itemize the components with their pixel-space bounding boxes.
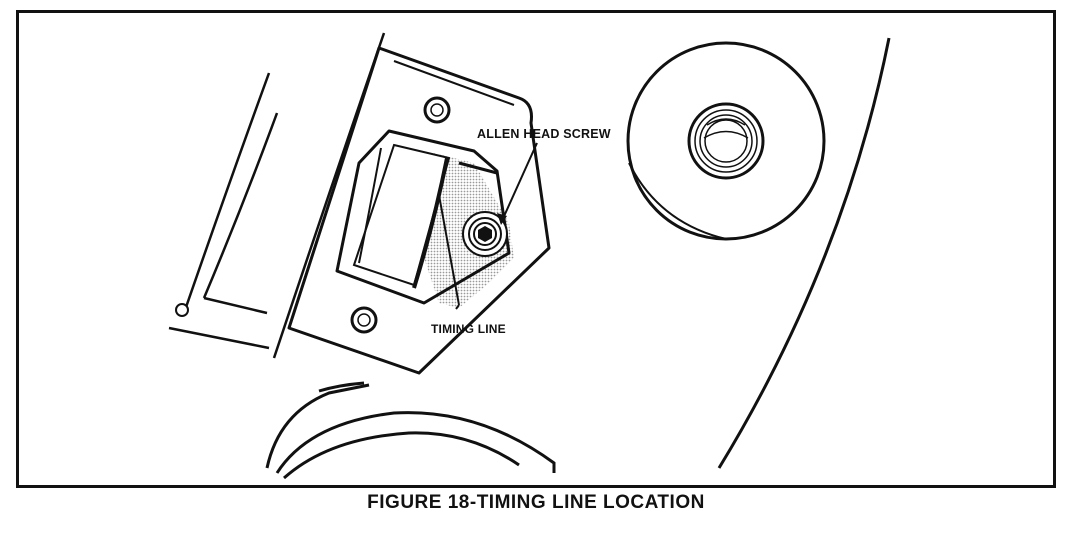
pointer-edge-2: [458, 161, 498, 175]
plate-inner-edge: [393, 60, 515, 106]
timing-window: [335, 129, 511, 305]
figure-caption: FIGURE 18-TIMING LINE LOCATION: [367, 492, 705, 513]
figure-frame: ALLEN HEAD SCREW TIMING LINE: [16, 10, 1056, 488]
threaded-boss: [626, 41, 826, 241]
allen-head-screw: [462, 211, 508, 257]
engine-diagram: [168, 32, 891, 480]
allen-screw-leader: [500, 142, 538, 224]
casting-edge-right: [717, 37, 891, 469]
pointer-edge: [412, 157, 449, 289]
small-hole: [175, 303, 189, 317]
allen-head-screw-label: ALLEN HEAD SCREW: [477, 127, 611, 141]
allen-screw-leader-arrow: [497, 213, 507, 225]
timing-line-mark: [438, 194, 460, 306]
flywheel-band: [358, 147, 382, 264]
timing-line-label: TIMING LINE: [431, 322, 506, 336]
timing-line-leader: [455, 304, 460, 310]
lower-mount-hole: [350, 306, 378, 334]
bottom-pulley: [265, 381, 556, 480]
upper-mount-hole: [423, 96, 451, 124]
